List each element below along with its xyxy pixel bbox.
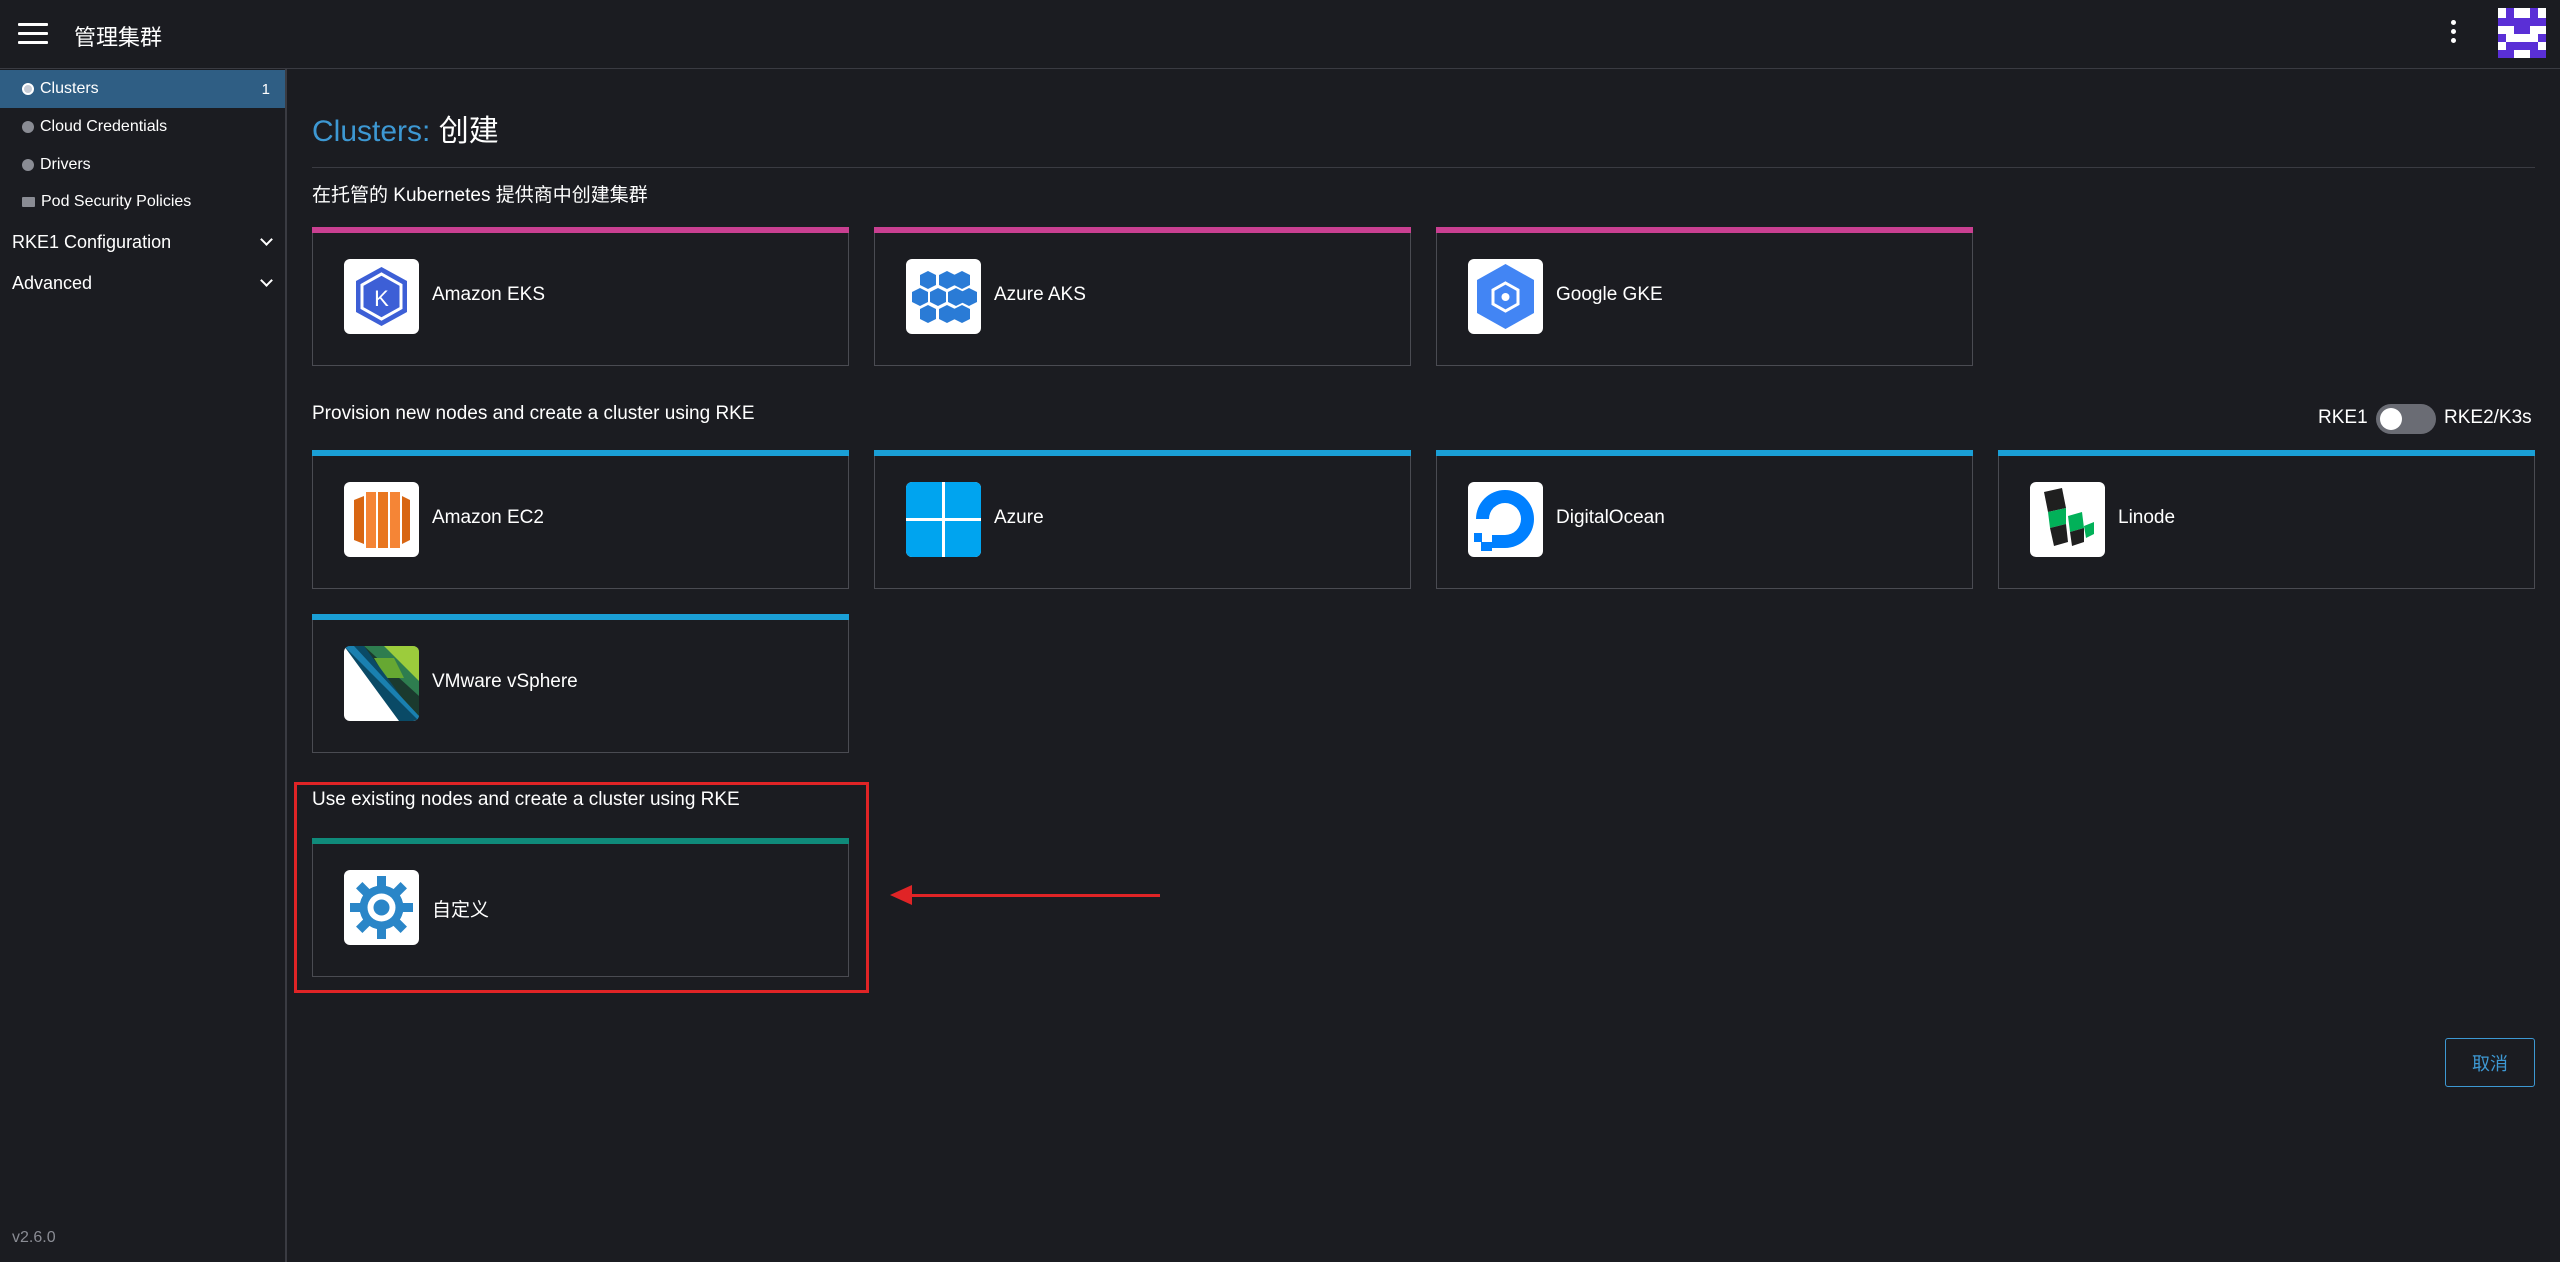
card-top-bar	[1436, 450, 1973, 456]
google-gke-icon	[1468, 259, 1543, 334]
sidebar: Clusters 1 Cloud Credentials Drivers Pod…	[0, 69, 287, 1262]
card-label: Azure AKS	[994, 284, 1086, 305]
hosted-section-title: 在托管的 Kubernetes 提供商中创建集群	[312, 185, 648, 206]
card-top-bar	[874, 450, 1411, 456]
sidebar-item-label: Pod Security Policies	[41, 193, 192, 210]
sidebar-item-pod-security-policies[interactable]: Pod Security Policies	[0, 183, 285, 221]
sidebar-item-cloud-credentials[interactable]: Cloud Credentials	[0, 108, 285, 146]
title-divider	[312, 167, 2535, 168]
card-label: VMware vSphere	[432, 671, 578, 692]
existing-section-title: Use existing nodes and create a cluster …	[312, 789, 740, 810]
top-header: 管理集群	[0, 0, 2560, 69]
card-custom[interactable]: 自定义	[312, 838, 849, 977]
sidebar-group-label: Advanced	[12, 272, 93, 293]
highlight-box	[294, 782, 869, 993]
drivers-icon	[22, 159, 34, 171]
card-amazon-eks[interactable]: K Amazon EKS	[312, 227, 849, 366]
user-avatar[interactable]	[2498, 8, 2546, 58]
provision-section-title: Provision new nodes and create a cluster…	[312, 403, 755, 424]
card-label: Linode	[2118, 507, 2176, 528]
card-top-bar	[1998, 450, 2535, 456]
card-top-bar	[312, 614, 849, 620]
version-label: v2.6.0	[12, 1229, 56, 1246]
page-title-link[interactable]: Clusters:	[312, 115, 431, 148]
sidebar-group-advanced[interactable]: Advanced	[0, 263, 285, 303]
vmware-vsphere-icon	[344, 646, 419, 721]
sidebar-item-clusters[interactable]: Clusters 1	[0, 70, 285, 108]
card-label: Azure	[994, 507, 1044, 528]
sidebar-item-label: Drivers	[40, 156, 91, 173]
card-vmware-vsphere[interactable]: VMware vSphere	[312, 614, 849, 753]
sidebar-item-label: Cloud Credentials	[40, 118, 168, 135]
rke-version-toggle[interactable]	[2376, 404, 2436, 434]
card-label: Amazon EC2	[432, 507, 544, 528]
card-label: Amazon EKS	[432, 284, 545, 305]
card-top-bar	[874, 227, 1411, 233]
chevron-down-icon	[260, 233, 273, 246]
annotation-arrow	[902, 894, 1160, 897]
folder-icon	[22, 197, 35, 207]
arrow-left-icon	[890, 885, 912, 905]
card-top-bar	[312, 227, 849, 233]
custom-gear-icon	[344, 870, 419, 945]
toggle-label-rke2: RKE2/K3s	[2444, 407, 2532, 428]
toggle-knob	[2380, 408, 2402, 430]
clusters-count: 1	[261, 80, 270, 98]
card-top-bar	[312, 838, 849, 844]
sidebar-item-label: Clusters	[40, 80, 99, 97]
card-azure-aks[interactable]: Azure AKS	[874, 227, 1411, 366]
card-amazon-ec2[interactable]: Amazon EC2	[312, 450, 849, 589]
card-label: Google GKE	[1556, 284, 1663, 305]
azure-aks-icon	[906, 259, 981, 334]
card-linode[interactable]: Linode	[1998, 450, 2535, 589]
card-azure[interactable]: Azure	[874, 450, 1411, 589]
sidebar-group-label: RKE1 Configuration	[12, 231, 172, 252]
sidebar-item-drivers[interactable]: Drivers	[0, 146, 285, 184]
card-label: DigitalOcean	[1556, 507, 1665, 528]
cluster-icon	[22, 83, 34, 95]
more-options-icon[interactable]	[2446, 20, 2460, 48]
sidebar-group-rke1-configuration[interactable]: RKE1 Configuration	[0, 222, 285, 262]
svg-text:K: K	[374, 286, 389, 311]
page-title: Clusters: 创建	[312, 106, 499, 150]
card-label: 自定义	[432, 900, 490, 921]
linode-icon	[2030, 482, 2105, 557]
amazon-ec2-icon	[344, 482, 419, 557]
cancel-button[interactable]: 取消	[2445, 1038, 2535, 1087]
card-digitalocean[interactable]: DigitalOcean	[1436, 450, 1973, 589]
card-top-bar	[1436, 227, 1973, 233]
credentials-icon	[22, 121, 34, 133]
page-title-action: 创建	[438, 115, 499, 148]
card-google-gke[interactable]: Google GKE	[1436, 227, 1973, 366]
card-top-bar	[312, 450, 849, 456]
toggle-label-rke1: RKE1	[2318, 407, 2368, 428]
azure-windows-icon	[906, 482, 981, 557]
digitalocean-icon	[1468, 482, 1543, 557]
header-title: 管理集群	[74, 25, 163, 50]
hamburger-menu-icon[interactable]	[18, 23, 48, 45]
kubernetes-eks-icon: K	[344, 259, 419, 334]
chevron-down-icon	[260, 274, 273, 287]
